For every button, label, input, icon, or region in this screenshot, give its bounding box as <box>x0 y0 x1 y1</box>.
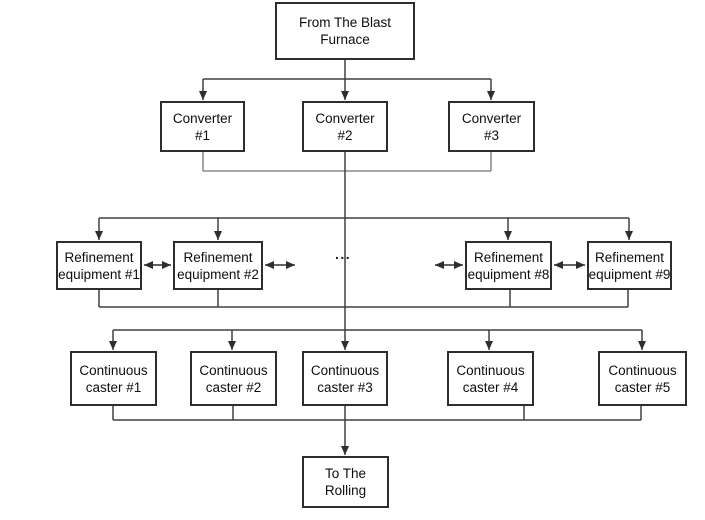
node-label: Continuous caster #2 <box>199 362 268 395</box>
node-continuous-caster-3: Continuous caster #3 <box>302 351 388 406</box>
node-label: Continuous caster #1 <box>79 362 148 395</box>
node-label: To The Rolling <box>324 466 367 498</box>
node-refinement-equipment-1: Refinement equipment #1 <box>56 241 142 290</box>
omitted-equipment-ellipsis: ... <box>335 246 352 262</box>
node-converter-1: Converter #1 <box>160 101 245 152</box>
node-continuous-caster-2: Continuous caster #2 <box>190 351 277 406</box>
node-label: Refinement equipment #8 <box>467 249 550 282</box>
flow-edges <box>95 60 646 455</box>
converter-merge-edges <box>202 152 492 172</box>
node-label: Converter #3 <box>461 110 522 143</box>
node-continuous-caster-5: Continuous caster #5 <box>598 351 687 406</box>
node-continuous-caster-1: Continuous caster #1 <box>70 351 157 406</box>
node-label: Continuous caster #4 <box>456 362 525 395</box>
node-label: Converter #1 <box>172 110 233 143</box>
node-continuous-caster-4: Continuous caster #4 <box>447 351 534 406</box>
node-refinement-equipment-8: Refinement equipment #8 <box>465 241 552 290</box>
node-label: Continuous caster #5 <box>608 362 677 395</box>
node-label: Continuous caster #3 <box>310 362 380 395</box>
node-label: Refinement equipment #9 <box>588 249 671 282</box>
node-label: Refinement equipment #2 <box>177 249 259 282</box>
node-converter-2: Converter #2 <box>302 101 388 152</box>
node-converter-3: Converter #3 <box>448 101 535 152</box>
node-label: Converter #2 <box>315 110 375 143</box>
node-label: Refinement equipment #1 <box>58 249 140 282</box>
node-refinement-equipment-9: Refinement equipment #9 <box>587 241 672 290</box>
node-blast-furnace-source: From The Blast Furnace <box>275 2 415 60</box>
node-refinement-equipment-2: Refinement equipment #2 <box>173 241 263 290</box>
node-rolling-sink: To The Rolling <box>302 456 389 508</box>
node-label: From The Blast Furnace <box>298 15 392 47</box>
